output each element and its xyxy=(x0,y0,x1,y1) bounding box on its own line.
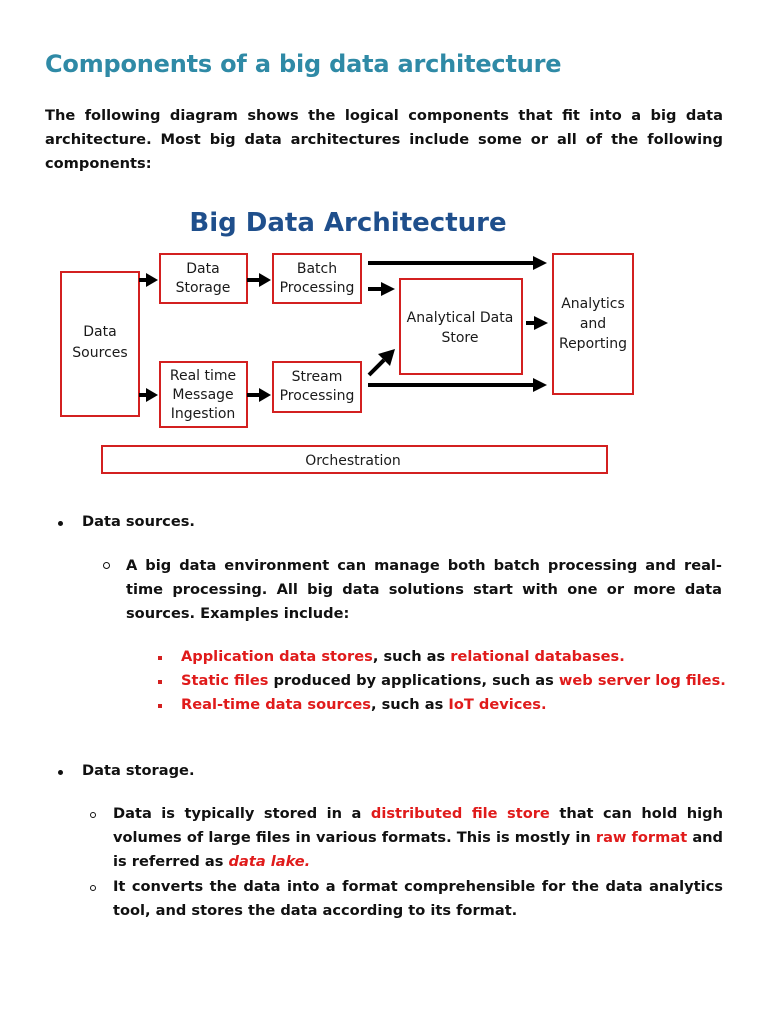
example-connector: , such as xyxy=(372,648,451,665)
data-sources-label-1: Data xyxy=(83,324,116,340)
bullet-dot-icon xyxy=(58,521,63,526)
circle-bullet-icon xyxy=(103,562,110,569)
list-item: Application data stores, such as relatio… xyxy=(158,645,738,669)
arrow-batch-to-analytical-store xyxy=(368,282,395,296)
bullet-dot-icon xyxy=(58,770,63,775)
stream-processing-label-1: Stream xyxy=(292,369,343,385)
data-sources-heading: Data sources. xyxy=(82,513,195,530)
batch-processing-label-1: Batch xyxy=(297,261,337,277)
data-sources-label-2: Sources xyxy=(72,345,127,361)
arrow-stream-to-analytical-store xyxy=(367,349,395,377)
arrow-stream-to-analytics xyxy=(368,378,547,392)
realtime-ingestion-box xyxy=(159,361,248,428)
example-connector: , such as xyxy=(370,696,449,713)
example-term: Real-time data sources xyxy=(181,696,371,713)
data-storage-label-1: Data xyxy=(186,261,219,277)
realtime-ingestion-label-3: Ingestion xyxy=(171,406,236,422)
architecture-diagram: Big Data Architecture Data Sources Data … xyxy=(40,190,660,490)
analytics-reporting-label-1: Analytics xyxy=(561,296,625,312)
realtime-ingestion-label-2: Message xyxy=(172,387,233,403)
example-instance: web server log files. xyxy=(558,672,726,689)
arrow-storage-to-analytics xyxy=(368,256,547,270)
square-bullet-icon xyxy=(158,656,162,660)
data-sources-description: A big data environment can manage both b… xyxy=(126,557,722,622)
arrow-storage-to-batch xyxy=(247,273,271,287)
stream-processing-label-2: Processing xyxy=(280,388,355,404)
example-instance: relational databases. xyxy=(450,648,625,665)
example-instance: IoT devices. xyxy=(448,696,547,713)
data-storage-heading: Data storage. xyxy=(82,762,195,779)
list-item: Static files produced by applications, s… xyxy=(158,669,738,693)
orchestration-label: Orchestration xyxy=(305,453,401,469)
list-item: Real-time data sources, such as IoT devi… xyxy=(158,693,738,717)
intro-paragraph: The following diagram shows the logical … xyxy=(45,107,723,172)
data-storage-point-1: Data is typically stored in a distribute… xyxy=(113,805,723,870)
square-bullet-icon xyxy=(158,680,162,684)
example-term: Static files xyxy=(181,672,269,689)
analytical-store-label-2: Store xyxy=(441,330,478,346)
data-storage-label-2: Storage xyxy=(176,280,231,296)
arrow-sources-to-ingestion xyxy=(139,388,158,402)
analytical-store-box xyxy=(399,278,523,375)
analytics-reporting-label-2: and xyxy=(580,316,606,332)
data-sources-examples: Application data stores, such as relatio… xyxy=(158,645,738,717)
analytics-reporting-label-3: Reporting xyxy=(559,336,627,352)
arrow-analytical-store-to-analytics xyxy=(526,316,548,330)
example-connector: produced by applications, such as xyxy=(268,672,559,689)
orchestration-bar xyxy=(101,445,608,474)
raw-format-term: raw format xyxy=(595,829,688,846)
arrow-ingestion-to-stream xyxy=(247,388,271,402)
data-storage-box xyxy=(159,253,248,304)
circle-bullet-icon xyxy=(90,812,96,818)
data-storage-point-2: It converts the data into a format compr… xyxy=(113,878,723,919)
square-bullet-icon xyxy=(158,704,162,708)
analytical-store-label-1: Analytical Data xyxy=(407,310,514,326)
batch-processing-box xyxy=(272,253,362,304)
stream-processing-box xyxy=(272,361,362,413)
data-lake-term: data lake. xyxy=(228,853,311,870)
arrow-sources-to-storage xyxy=(139,273,158,287)
diagram-title: Big Data Architecture xyxy=(189,208,506,238)
distributed-file-store-term: distributed file store xyxy=(370,805,550,822)
analytics-reporting-box xyxy=(552,253,634,395)
circle-bullet-icon xyxy=(90,885,96,891)
data-sources-box xyxy=(60,271,140,417)
batch-processing-label-2: Processing xyxy=(280,280,355,296)
realtime-ingestion-label-1: Real time xyxy=(170,368,236,384)
page-title: Components of a big data architecture xyxy=(45,50,562,78)
example-term: Application data stores xyxy=(181,648,373,665)
